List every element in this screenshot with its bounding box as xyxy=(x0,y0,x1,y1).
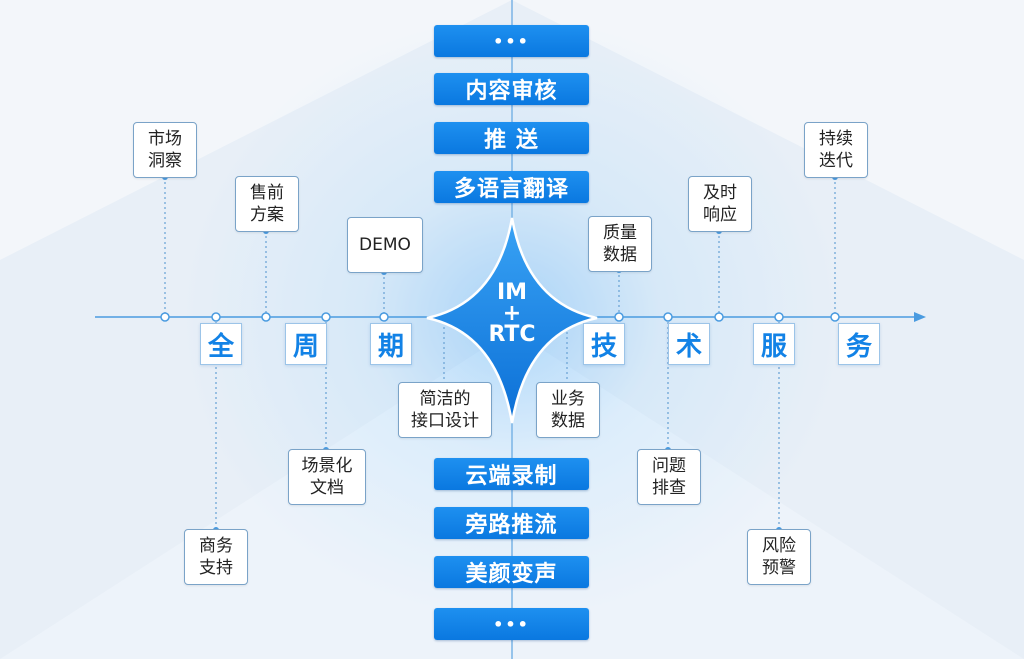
stack-push: 推 送 xyxy=(434,122,589,154)
label-quality-data: 质量 数据 xyxy=(588,216,652,272)
center-rtc: RTC xyxy=(488,322,536,347)
label-market-insight: 市场 洞察 xyxy=(133,122,197,178)
char-qi: 期 xyxy=(370,323,412,365)
stack-content-review: 内容审核 xyxy=(434,73,589,105)
label-presale-plan: 售前 方案 xyxy=(235,176,299,232)
char-quan: 全 xyxy=(200,323,242,365)
label-business-data: 业务 数据 xyxy=(536,382,600,438)
label-scenario-docs: 场景化 文档 xyxy=(288,449,366,505)
stack-cloud-recording: 云端录制 xyxy=(434,458,589,490)
label-business-support: 商务 支持 xyxy=(184,529,248,585)
char-wu: 务 xyxy=(838,323,880,365)
label-continuous-iteration: 持续 迭代 xyxy=(804,122,868,178)
char-shu: 术 xyxy=(668,323,710,365)
label-timely-response: 及时 响应 xyxy=(688,176,752,232)
label-demo: DEMO xyxy=(347,217,423,273)
label-risk-warning: 风险 预警 xyxy=(747,529,811,585)
stack-top-more: ••• xyxy=(434,25,589,57)
char-fu: 服 xyxy=(753,323,795,365)
center-star xyxy=(426,217,598,424)
char-zhou: 周 xyxy=(285,323,327,365)
label-interface-design: 简洁的 接口设计 xyxy=(398,382,492,438)
center-label: IM + RTC xyxy=(462,280,562,347)
center-plus: + xyxy=(502,301,522,326)
center-im: IM xyxy=(496,280,528,305)
label-issue-troubleshooting: 问题 排查 xyxy=(637,449,701,505)
char-ji: 技 xyxy=(583,323,625,365)
stack-bypass-push: 旁路推流 xyxy=(434,507,589,539)
stack-beauty-voice: 美颜变声 xyxy=(434,556,589,588)
stack-translation: 多语言翻译 xyxy=(434,171,589,203)
stack-bottom-more: ••• xyxy=(434,608,589,640)
